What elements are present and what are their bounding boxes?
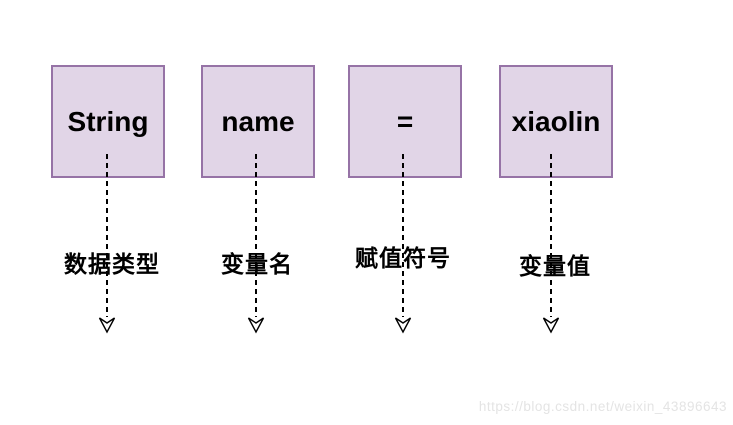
box-variable-name-label: name xyxy=(221,105,295,137)
dashed-arrow-variable-name xyxy=(247,154,265,334)
dashed-arrow-data-type xyxy=(98,154,116,334)
box-variable-value-label: xiaolin xyxy=(511,105,601,137)
box-variable-name: name xyxy=(201,65,315,178)
annotation-assignment-operator: 赋值符号 xyxy=(355,245,451,271)
box-assignment-operator-label: = xyxy=(396,105,414,137)
dashed-arrow-assignment-operator xyxy=(394,154,412,334)
box-data-type: String xyxy=(51,65,165,178)
box-variable-value: xiaolin xyxy=(499,65,613,178)
csdn-watermark: https://blog.csdn.net/weixin_43896643 xyxy=(478,399,727,414)
annotation-variable-name: 变量名 xyxy=(221,251,293,277)
annotation-variable-value: 变量值 xyxy=(519,253,591,279)
dashed-arrow-variable-value xyxy=(542,154,560,334)
annotation-data-type: 数据类型 xyxy=(64,251,160,277)
box-assignment-operator: = xyxy=(348,65,462,178)
box-data-type-label: String xyxy=(67,105,149,137)
